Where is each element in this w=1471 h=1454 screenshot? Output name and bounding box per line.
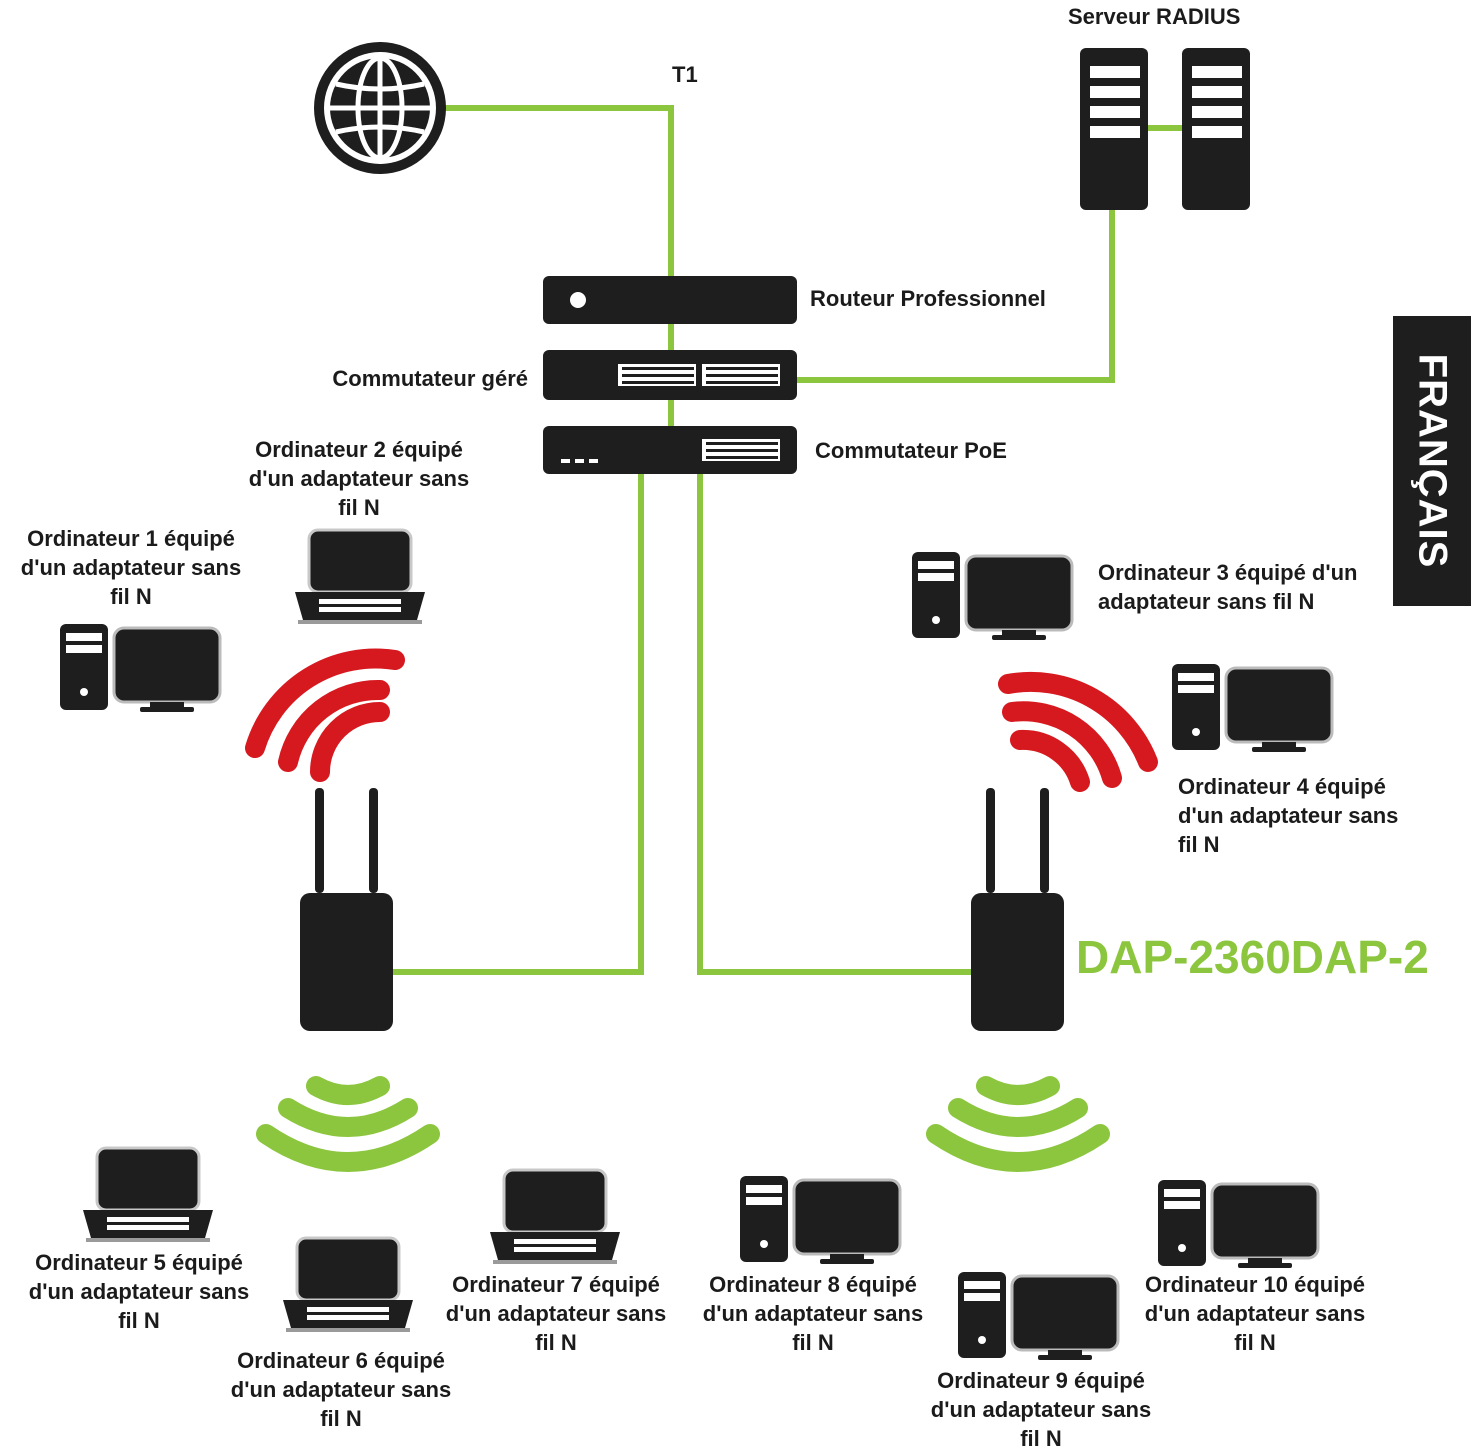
poe-switch-label: Commutateur PoE [815, 438, 1007, 463]
computer-9-desktop-icon [956, 1270, 1120, 1362]
computer-8-desktop-icon [738, 1174, 902, 1266]
computer-10-label: Ordinateur 10 équipé d'un adaptateur san… [1144, 1272, 1366, 1355]
computer-7-label: Ordinateur 7 équipé d'un adaptateur sans… [445, 1272, 667, 1355]
computer-4-desktop-icon [1170, 662, 1334, 754]
computer-5-laptop-icon [81, 1146, 215, 1244]
wifi-signal-bottom-left-icon [256, 1076, 440, 1172]
computer-7-laptop-icon [488, 1168, 622, 1266]
computer-9-label: Ordinateur 9 équipé d'un adaptateur sans… [930, 1368, 1152, 1451]
computer-8-label: Ordinateur 8 équipé d'un adaptateur sans… [702, 1272, 924, 1355]
internet-globe-icon [314, 42, 446, 174]
computer-5-label: Ordinateur 5 équipé d'un adaptateur sans… [28, 1250, 250, 1333]
computer-3-label: Ordinateur 3 équipé d'un adaptateur sans… [1098, 560, 1358, 614]
wifi-signal-top-right-icon [998, 672, 1158, 792]
access-point-model-label: DAP-2360DAP-2 [1076, 931, 1429, 983]
router-label: Routeur Professionnel [810, 286, 1046, 311]
link-poe-ap1 [392, 472, 644, 975]
link-internet-router [444, 105, 674, 278]
managed-switch-label: Commutateur géré [332, 366, 528, 391]
poe-switch-icon [543, 426, 797, 474]
radius-server-label: Serveur RADIUS [1068, 4, 1241, 29]
computer-1-label: Ordinateur 1 équipé d'un adaptateur sans… [20, 526, 242, 609]
radius-server-icon [1080, 48, 1250, 210]
computer-2-label: Ordinateur 2 équipé d'un adaptateur sans… [248, 437, 470, 520]
managed-switch-icon [543, 350, 797, 400]
computer-3-desktop-icon [910, 550, 1074, 642]
computer-6-label: Ordinateur 6 équipé d'un adaptateur sans… [230, 1348, 452, 1431]
wifi-signal-bottom-right-icon [926, 1076, 1110, 1172]
link-switch-radius [797, 208, 1115, 383]
language-tab-label: FRANÇAIS [1410, 353, 1455, 569]
computer-2-laptop-icon [293, 528, 427, 626]
computer-4-label: Ordinateur 4 équipé d'un adaptateur sans… [1178, 774, 1399, 857]
t1-label: T1 [672, 62, 698, 87]
wifi-signal-top-left-icon [245, 648, 405, 782]
language-tab: FRANÇAIS [1393, 316, 1471, 606]
link-poe-ap2 [697, 472, 972, 975]
network-links [392, 105, 1182, 975]
access-point-2-icon [971, 788, 1064, 1031]
computer-10-desktop-icon [1156, 1178, 1320, 1270]
router-icon [543, 276, 797, 324]
computer-6-laptop-icon [281, 1236, 415, 1334]
computer-1-desktop-icon [58, 622, 222, 714]
access-point-1-icon [300, 788, 393, 1031]
